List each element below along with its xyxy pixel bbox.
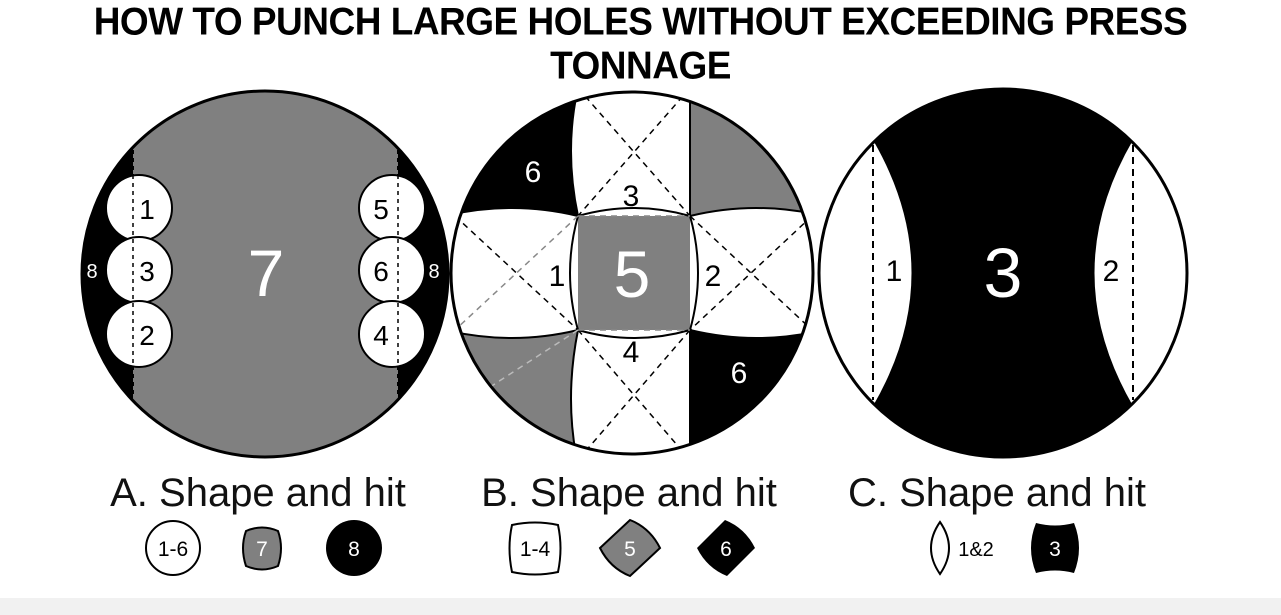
diagram-c-legend: 1&2 3	[930, 520, 1079, 576]
diagram-a-gray-area	[133, 91, 398, 457]
diagram-c-black-area	[819, 89, 1187, 457]
diagram-b-corner-label: 6	[525, 156, 542, 189]
diagram-a: 7 1 3 2 5 6 4 8 8	[80, 89, 450, 459]
legend-black-hit-icon	[1031, 523, 1079, 573]
diagram-a-outline	[80, 89, 450, 459]
diagram-a-caption: A. Shape and hit	[110, 471, 406, 515]
bottom-strip	[0, 598, 1281, 615]
diagram-a-big-label: 7	[248, 236, 285, 310]
diagram-a-hit-label: 2	[139, 320, 155, 351]
legend-lens-hit-icon	[930, 520, 950, 576]
diagram-b-corner-br	[690, 330, 813, 454]
diagram-c-outline	[817, 87, 1189, 459]
diagram-b-center	[578, 216, 690, 330]
page-title: HOW TO PUNCH LARGE HOLES WITHOUT EXCEEDI…	[93, 0, 1188, 88]
diagram-a-hit-2	[105, 300, 173, 368]
diagram-a-legend: 1-6 7 8	[145, 520, 382, 576]
legend-gray-hit-icon	[242, 526, 282, 571]
legend-label: 1-6	[158, 538, 188, 561]
diagram-a-side-label: 8	[428, 261, 439, 283]
legend-label: 8	[348, 538, 360, 561]
diagram-a-hit-5	[358, 174, 426, 242]
legend-label: 6	[720, 538, 732, 561]
legend-square-hit-icon	[508, 521, 562, 576]
diagram-b-corner-bl	[451, 330, 578, 454]
diagram-a-hit-label: 6	[373, 256, 389, 287]
diagram-c-caption: C. Shape and hit	[848, 471, 1146, 515]
diagram-c-right-label: 2	[1103, 255, 1120, 288]
diagram-b-right-label: 2	[705, 260, 722, 293]
legend-label: 3	[1049, 538, 1061, 561]
diagram-b-center-label: 5	[614, 237, 651, 311]
diagram-c-left-label: 1	[886, 255, 903, 288]
diagram-a-hit-label: 5	[373, 194, 389, 225]
diagram-a-hit-label: 1	[139, 194, 155, 225]
legend-label: 5	[624, 538, 636, 561]
diagram-b-top-label: 3	[623, 180, 640, 213]
legend-black-hit-icon	[326, 520, 382, 576]
legend-label: 1-4	[520, 538, 551, 561]
legend-label: 1&2	[958, 539, 994, 561]
diagram-c-big-label: 3	[984, 234, 1023, 312]
legend-black-segment-icon	[697, 520, 755, 576]
diagram-b-legend: 1-4 5 6	[508, 518, 755, 578]
diagram-a-hit-4	[358, 300, 426, 368]
diagram-b-bottom-label: 4	[623, 336, 640, 369]
diagram-a-side-label: 8	[86, 261, 97, 283]
legend-label: 7	[256, 538, 268, 561]
diagram-b-shape-right	[688, 207, 813, 339]
diagram-c: 3 1 2	[817, 87, 1189, 459]
diagram-b: 5 3 1 2 4 6 6	[449, 90, 815, 456]
diagram-b-caption: B. Shape and hit	[481, 471, 777, 515]
diagram-b-corner-label: 6	[731, 357, 748, 390]
diagram-b-shape-left	[451, 207, 580, 339]
legend-round-hit-icon	[145, 520, 201, 576]
diagram-a-hit-label: 4	[373, 320, 389, 351]
diagram-a-hit-6	[358, 236, 426, 304]
diagram-b-left-label: 1	[549, 260, 566, 293]
diagram-b-corner-tr	[690, 92, 813, 216]
legend-gray-segment-icon	[598, 518, 662, 578]
diagram-b-outline	[449, 90, 815, 456]
diagram-a-hit-label: 3	[139, 256, 155, 287]
